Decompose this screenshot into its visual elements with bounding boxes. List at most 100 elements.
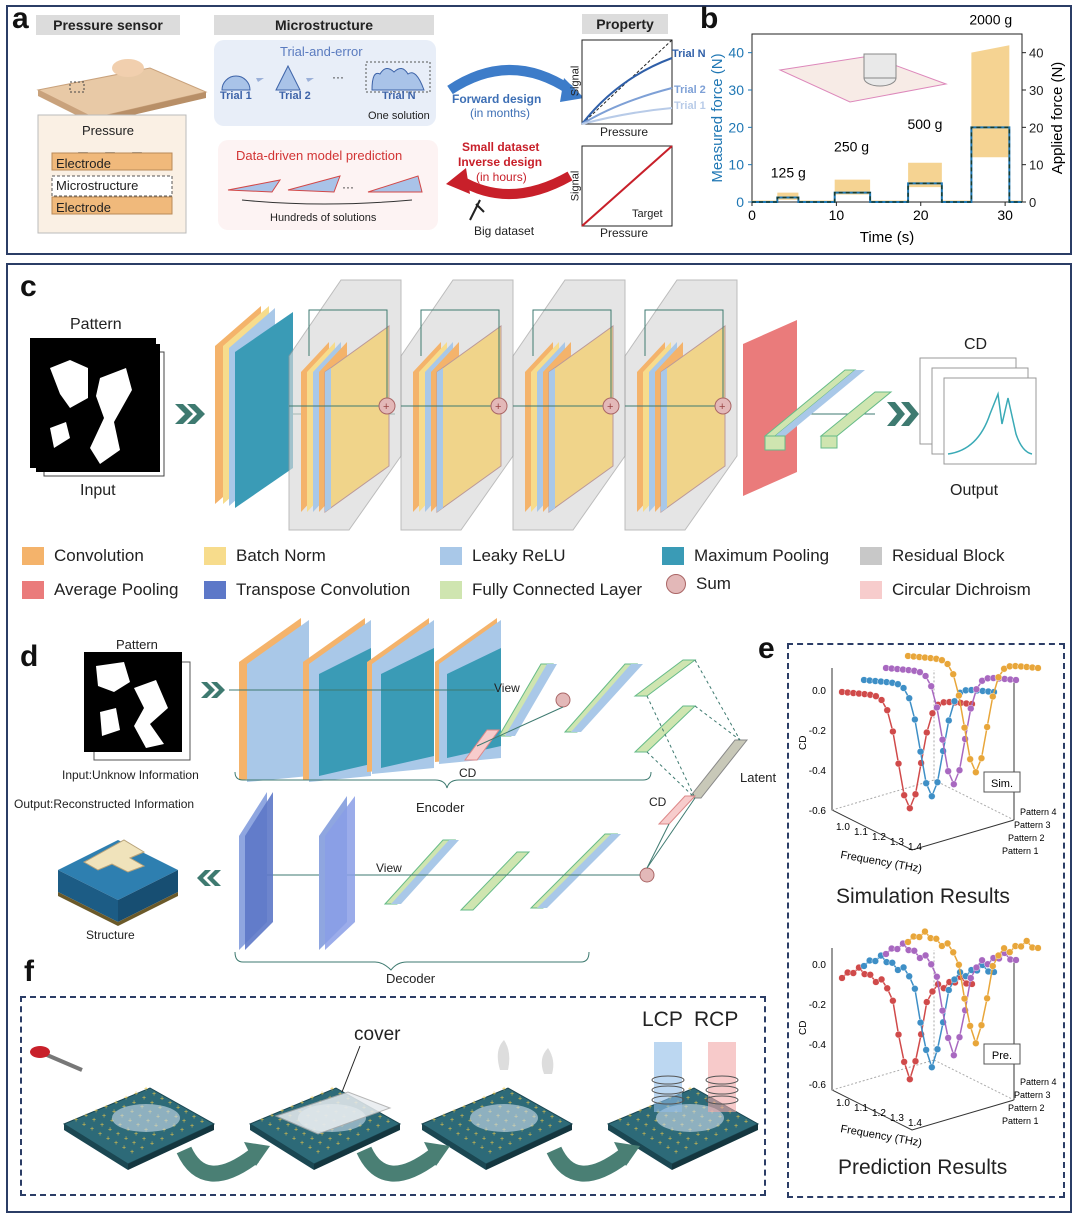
- svg-text:+: +: [284, 1131, 288, 1138]
- pressure-label: Pressure: [82, 123, 135, 138]
- svg-text:Frequency (THz): Frequency (THz): [839, 849, 922, 875]
- legend-label: Maximum Pooling: [694, 546, 830, 565]
- svg-text:+: +: [488, 1149, 492, 1156]
- svg-text:+: +: [376, 1123, 380, 1130]
- design-arrows: [446, 65, 584, 221]
- signal-label-1: Signal: [569, 65, 582, 97]
- svg-text:+: +: [162, 1127, 166, 1134]
- encoder-label: Encoder: [416, 800, 465, 815]
- svg-text:+: +: [383, 401, 389, 413]
- svg-text:+: +: [98, 1131, 102, 1138]
- svg-text:1.2: 1.2: [872, 1108, 886, 1119]
- svg-text:-0.4: -0.4: [809, 766, 827, 777]
- input-unknown-label: Input:Unknow Information: [62, 768, 199, 782]
- trial-shapes: [221, 61, 431, 93]
- svg-text:+: +: [90, 1126, 94, 1133]
- svg-text:+: +: [528, 1132, 532, 1139]
- svg-text:+: +: [686, 1136, 690, 1143]
- svg-text:+: +: [474, 1131, 478, 1138]
- legend-swatch: [666, 574, 686, 594]
- svg-text:+: +: [432, 1117, 436, 1124]
- svg-text:0.0: 0.0: [812, 686, 826, 697]
- svg-text:30: 30: [1029, 83, 1043, 98]
- svg-text:+: +: [668, 1136, 672, 1143]
- pressure-x-label-1: Pressure: [600, 125, 649, 139]
- svg-text:Sim.: Sim.: [991, 778, 1013, 790]
- svg-text:1.1: 1.1: [854, 1103, 868, 1114]
- pattern-label-d: Pattern: [116, 637, 158, 652]
- svg-text:+: +: [646, 1113, 650, 1120]
- svg-text:+: +: [696, 1131, 700, 1138]
- svg-text:+: +: [628, 1113, 632, 1120]
- svg-text:+: +: [460, 1113, 464, 1120]
- svg-text:+: +: [308, 1145, 312, 1152]
- svg-text:Pattern 2: Pattern 2: [1008, 1103, 1045, 1113]
- svg-text:+: +: [140, 1145, 144, 1152]
- cd-mid-label: CD: [649, 795, 667, 809]
- svg-text:+: +: [142, 1136, 146, 1143]
- svg-text:+: +: [74, 1117, 78, 1124]
- panel-label-d: d: [20, 640, 39, 673]
- svg-text:+: +: [714, 1132, 718, 1139]
- svg-text:+: +: [466, 1126, 470, 1133]
- svg-text:+: +: [286, 1122, 290, 1129]
- svg-text:+: +: [468, 1117, 472, 1124]
- svg-text:+: +: [132, 1100, 136, 1107]
- svg-text:+: +: [480, 1145, 484, 1152]
- svg-text:500 g: 500 g: [907, 116, 942, 132]
- svg-text:+: +: [132, 1140, 136, 1147]
- svg-text:+: +: [678, 1131, 682, 1138]
- svg-text:Time (s): Time (s): [860, 229, 914, 246]
- decoder-label: Decoder: [386, 971, 436, 986]
- svg-text:0.0: 0.0: [812, 960, 826, 971]
- svg-text:+: +: [518, 1136, 522, 1143]
- svg-text:+: +: [124, 1095, 128, 1102]
- latent-label: Latent: [740, 770, 777, 785]
- svg-text:+: +: [180, 1127, 184, 1134]
- svg-text:+: +: [736, 1114, 740, 1121]
- svg-text:+: +: [114, 1099, 118, 1106]
- svg-text:+: +: [462, 1104, 466, 1111]
- svg-text:+: +: [112, 1108, 116, 1115]
- svg-text:+: +: [302, 1131, 306, 1138]
- svg-text:40: 40: [1029, 46, 1043, 61]
- svg-text:+: +: [458, 1122, 462, 1129]
- inverse-design-label: Inverse design: [458, 155, 543, 169]
- trial1-curve-label: Trial 1: [674, 100, 706, 112]
- svg-text:2000 g: 2000 g: [969, 12, 1012, 28]
- svg-text:+: +: [470, 1108, 474, 1115]
- panel-label-e: e: [758, 632, 775, 665]
- svg-text:+: +: [134, 1131, 138, 1138]
- svg-text:+: +: [116, 1131, 120, 1138]
- svg-text:+: +: [318, 1140, 322, 1147]
- svg-text:+: +: [696, 1091, 700, 1098]
- svg-text:+: +: [200, 1118, 204, 1125]
- legend-label: Circular Dichroism: [892, 580, 1031, 599]
- svg-text:+: +: [464, 1135, 468, 1142]
- output-reconstructed-label: Output:Reconstructed Information: [14, 797, 195, 811]
- legend-swatch: [662, 547, 684, 565]
- view-bottom-label: View: [376, 861, 402, 875]
- svg-text:1.1: 1.1: [854, 827, 868, 838]
- legend-swatch: [22, 581, 44, 599]
- svg-text:+: +: [492, 1091, 496, 1098]
- svg-text:+: +: [626, 1122, 630, 1129]
- svg-text:+: +: [744, 1118, 748, 1125]
- svg-text:+: +: [190, 1123, 194, 1130]
- electrode-bottom-label: Electrode: [56, 200, 111, 215]
- svg-text:CD: CD: [798, 1021, 809, 1035]
- svg-text:+: +: [320, 1131, 324, 1138]
- cover-label: cover: [354, 1024, 401, 1045]
- svg-text:+: +: [330, 1086, 334, 1093]
- svg-text:+: +: [100, 1122, 104, 1129]
- svg-text:10: 10: [728, 157, 744, 173]
- svg-text:0: 0: [748, 207, 756, 223]
- svg-text:+: +: [540, 1118, 544, 1125]
- svg-text:30: 30: [728, 82, 744, 98]
- svg-text:Applied force (N): Applied force (N): [1049, 62, 1066, 175]
- svg-text:+: +: [168, 1100, 172, 1107]
- svg-text:+: +: [122, 1145, 126, 1152]
- svg-text:+: +: [84, 1113, 88, 1120]
- svg-text:+: +: [526, 1100, 530, 1107]
- svg-text:+: +: [538, 1127, 542, 1134]
